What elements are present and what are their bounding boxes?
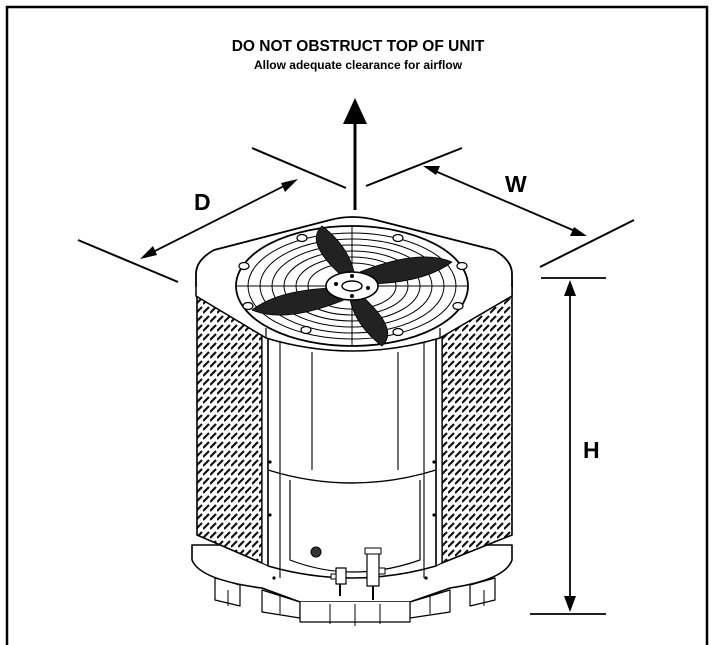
height-dimension-arrow [530, 277, 606, 615]
fan-guard [235, 225, 469, 347]
service-valves [310, 546, 386, 600]
width-dimension-arrow [423, 166, 587, 236]
depth-label: D [194, 189, 211, 215]
clearance-edge-line-left-bottom [77, 239, 179, 283]
warning-subtitle: Allow adequate clearance for airflow [254, 58, 463, 72]
condenser-unit [191, 216, 513, 626]
airflow-up-arrow [343, 98, 367, 210]
front-service-panel [267, 335, 437, 580]
warning-title: DO NOT OBSTRUCT TOP OF UNIT [232, 38, 485, 55]
clearance-edge-line-left-top [251, 147, 347, 189]
figure-border [5, 5, 709, 645]
width-label: W [505, 171, 527, 197]
depth-dimension-arrow [140, 179, 298, 259]
height-label: H [583, 437, 600, 463]
clearance-edge-line-right-top [365, 147, 463, 187]
clearance-edge-line-right-bottom [539, 219, 635, 268]
guard-mounting-bolts [238, 233, 468, 337]
